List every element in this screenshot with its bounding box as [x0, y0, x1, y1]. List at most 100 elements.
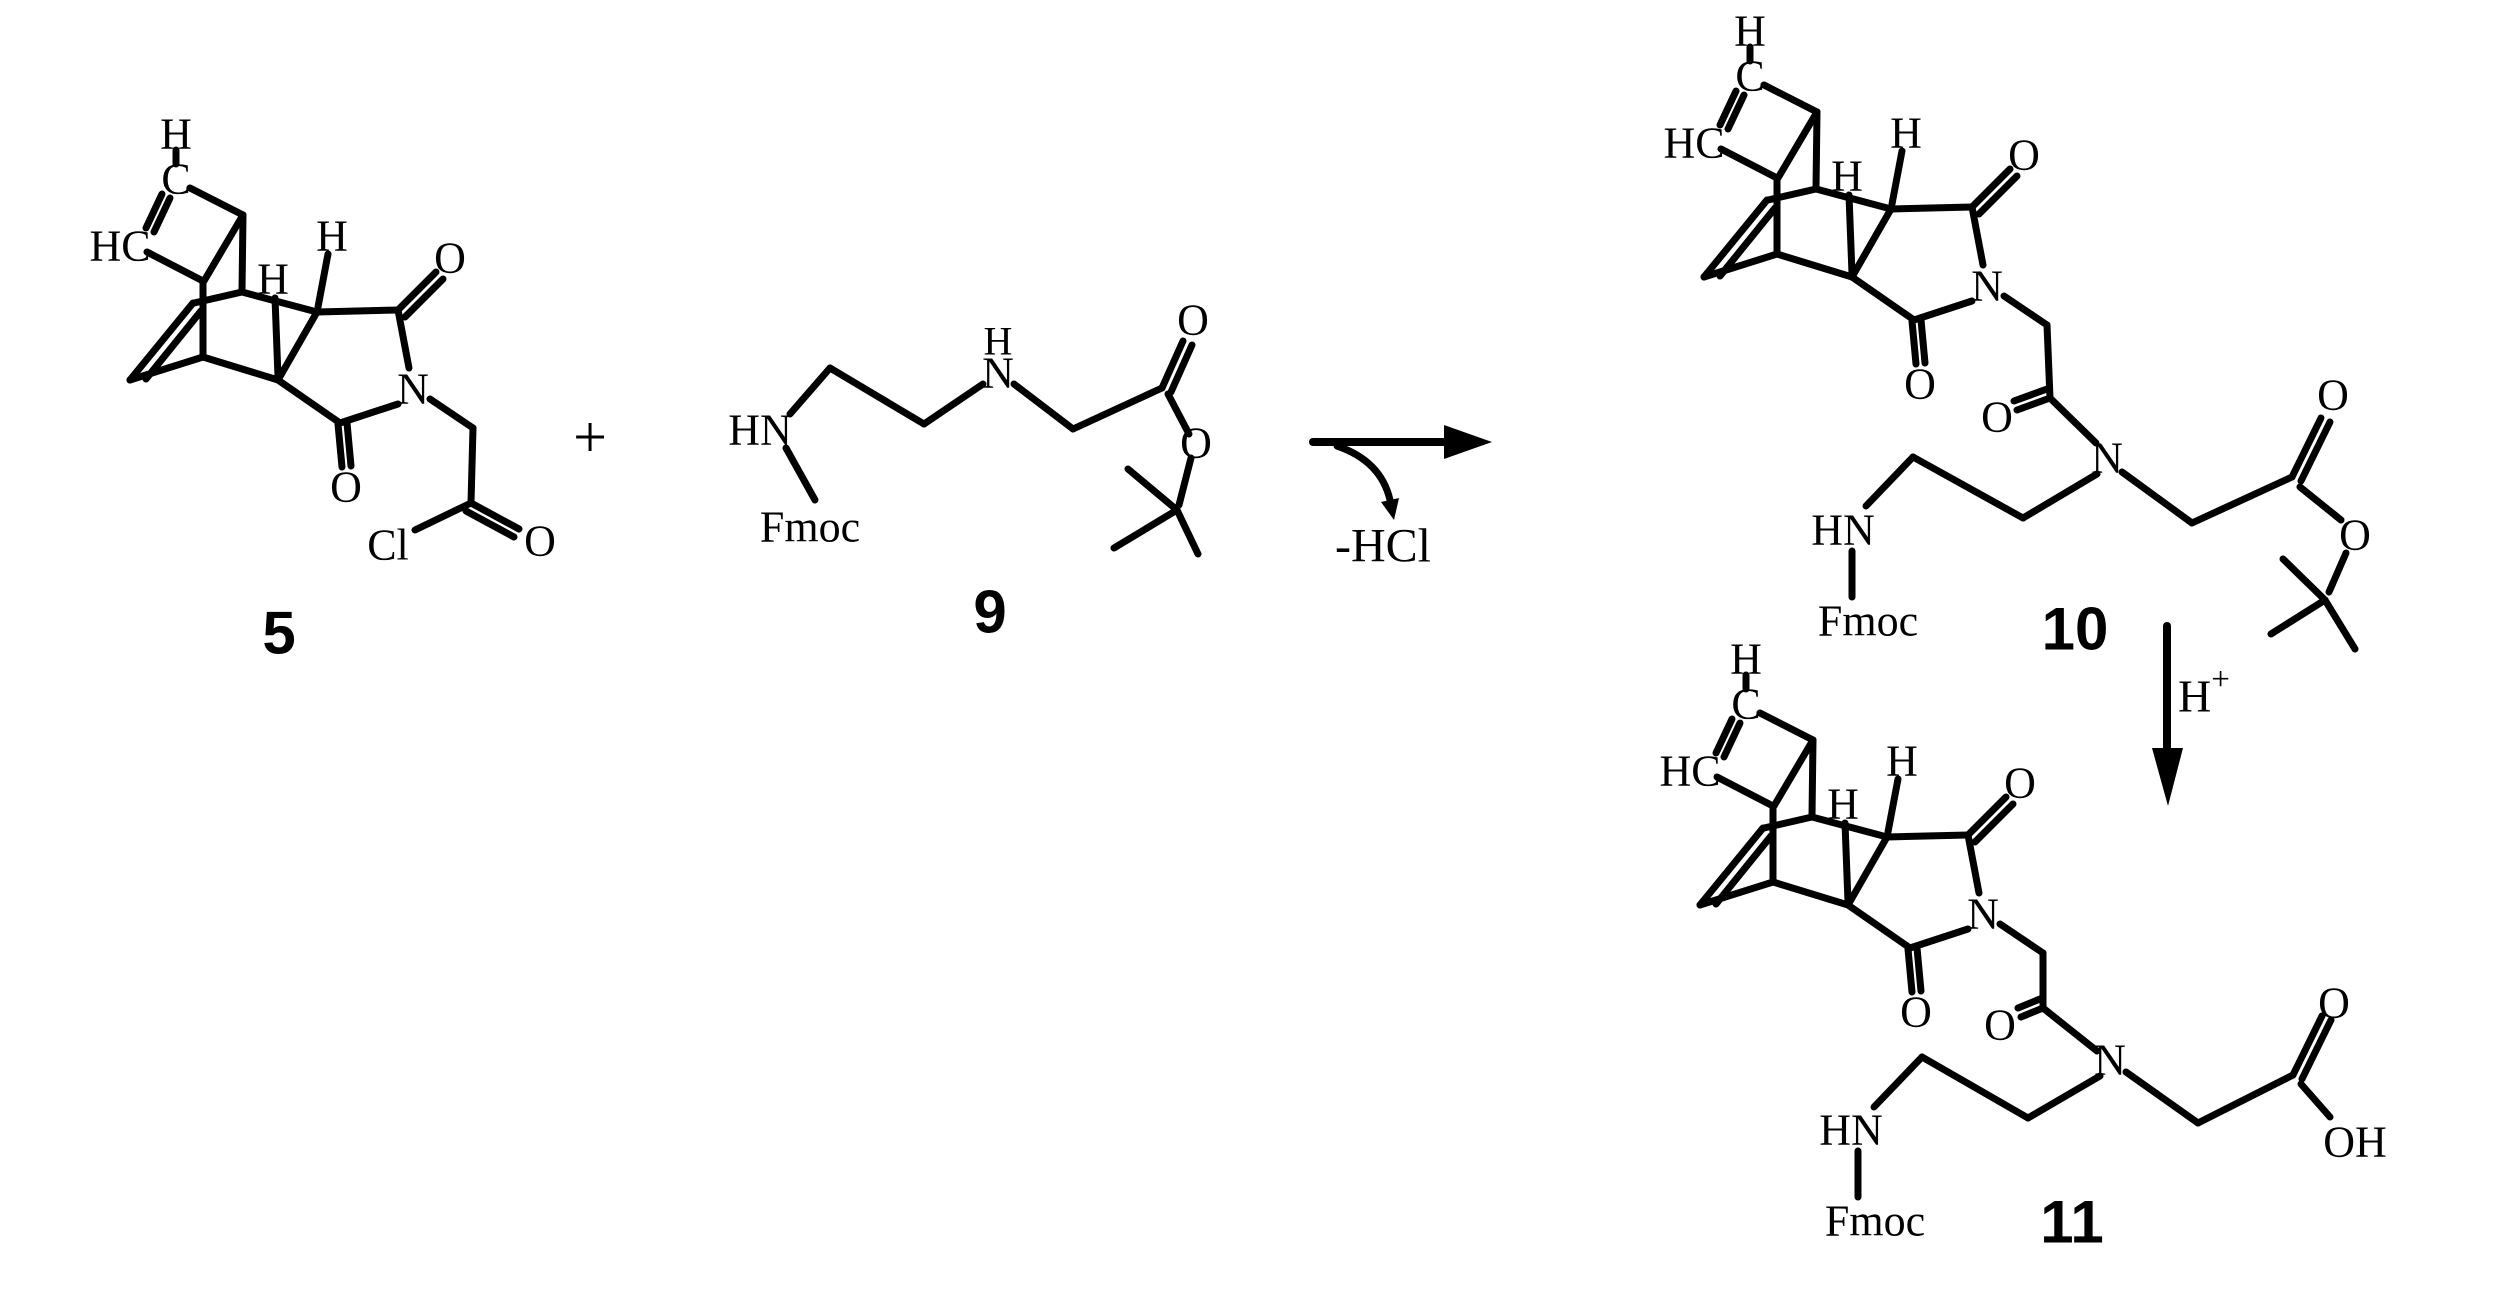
bond: [786, 364, 834, 418]
compound-number-11: 11: [2040, 1189, 2103, 1256]
bond: [1964, 793, 2010, 839]
bond: [126, 299, 197, 384]
bond: [2297, 418, 2334, 485]
atom-H: H: [1831, 152, 1863, 201]
bond: [1770, 736, 1817, 810]
atom-Cl: Cl: [367, 521, 409, 570]
atom-H: H: [257, 255, 289, 304]
bond: [2043, 321, 2054, 402]
bond: [2325, 549, 2350, 596]
bond: [313, 306, 402, 316]
atom-O: O: [434, 234, 466, 283]
byproduct-curve: [1333, 442, 1394, 504]
bond: [1883, 831, 1972, 841]
bond: [334, 420, 346, 471]
bond: [467, 424, 477, 507]
bond: [782, 444, 819, 504]
bond: [200, 211, 247, 285]
bond: [186, 184, 247, 219]
fmoc-label: Fmoc: [1818, 597, 1918, 646]
bond: [1769, 878, 1852, 909]
bond: [1713, 773, 1777, 810]
bond: [238, 211, 247, 295]
atom-O: O: [2004, 759, 2036, 808]
bond: [2267, 596, 2329, 638]
bond: [336, 400, 402, 427]
bond: [1841, 819, 1852, 906]
reaction-arrow-head: [1444, 425, 1492, 459]
bond: [1888, 147, 1906, 208]
bond: [1712, 715, 1736, 757]
bond: [394, 306, 413, 372]
bond: [1716, 204, 1779, 280]
bond: [1716, 87, 1740, 129]
bond: [1906, 925, 1972, 952]
deprotection-arrow: H+: [2152, 622, 2230, 806]
bond: [1808, 736, 1817, 820]
atom-HN: HN: [728, 406, 792, 455]
bond: [1996, 920, 2047, 957]
bond: [2122, 1068, 2202, 1127]
bond: [401, 275, 447, 321]
bond: [1756, 709, 1817, 744]
bond: [2194, 1071, 2297, 1127]
atom-N: N: [982, 349, 1014, 398]
bond: [1812, 185, 1895, 213]
bond: [1904, 945, 1916, 996]
bond: [1696, 878, 1777, 909]
bond: [2297, 1080, 2334, 1121]
atom-HC: HC: [89, 222, 150, 271]
atom-O: O: [1180, 419, 1212, 468]
bond: [1700, 250, 1781, 281]
bond: [2188, 473, 2296, 527]
atom-H: H: [984, 319, 1013, 364]
bond: [1173, 506, 1202, 558]
bond: [1848, 273, 1918, 324]
bond: [1968, 203, 1987, 269]
bond: [1717, 145, 1781, 182]
atom-O: O: [524, 517, 556, 566]
atom-O: O: [330, 463, 362, 512]
bond: [462, 507, 518, 541]
deprotection-arrow-head: [2152, 748, 2183, 806]
atom-C: C: [161, 155, 190, 204]
fmoc-label: Fmoc: [760, 503, 860, 552]
bond: [411, 499, 475, 534]
bond: [426, 395, 477, 432]
bond: [1175, 454, 1195, 509]
bond: [1164, 390, 1193, 438]
compound-number-10: 10: [2042, 596, 2109, 663]
bond: [142, 190, 166, 232]
bond: [1848, 205, 1895, 281]
bond: [142, 307, 205, 383]
reaction-arrow: -HCl: [1309, 425, 1492, 573]
bond: [1975, 172, 2021, 218]
bond: [1917, 316, 1929, 367]
atom-C: C: [1735, 52, 1764, 101]
bond: [274, 308, 321, 384]
bond: [1862, 453, 1917, 510]
bond: [1964, 831, 1983, 897]
bond: [1908, 317, 1920, 368]
bond: [826, 364, 928, 428]
atom-H: H: [316, 212, 348, 261]
bond: [2000, 292, 2051, 329]
bond: [1913, 944, 1925, 995]
atom-O: O: [1984, 1001, 2016, 1050]
bond: [1760, 813, 1816, 832]
bond: [394, 268, 440, 314]
bond: [1812, 108, 1821, 192]
bond: [1764, 185, 1820, 204]
bond: [126, 353, 207, 384]
atom-H: H: [160, 110, 192, 159]
bond: [1700, 196, 1771, 281]
hcl-byproduct-label: -HCl: [1335, 520, 1431, 573]
bond: [2046, 394, 2100, 447]
bond: [1909, 453, 2027, 522]
atom-H: H: [1886, 737, 1918, 786]
bond: [143, 248, 207, 285]
